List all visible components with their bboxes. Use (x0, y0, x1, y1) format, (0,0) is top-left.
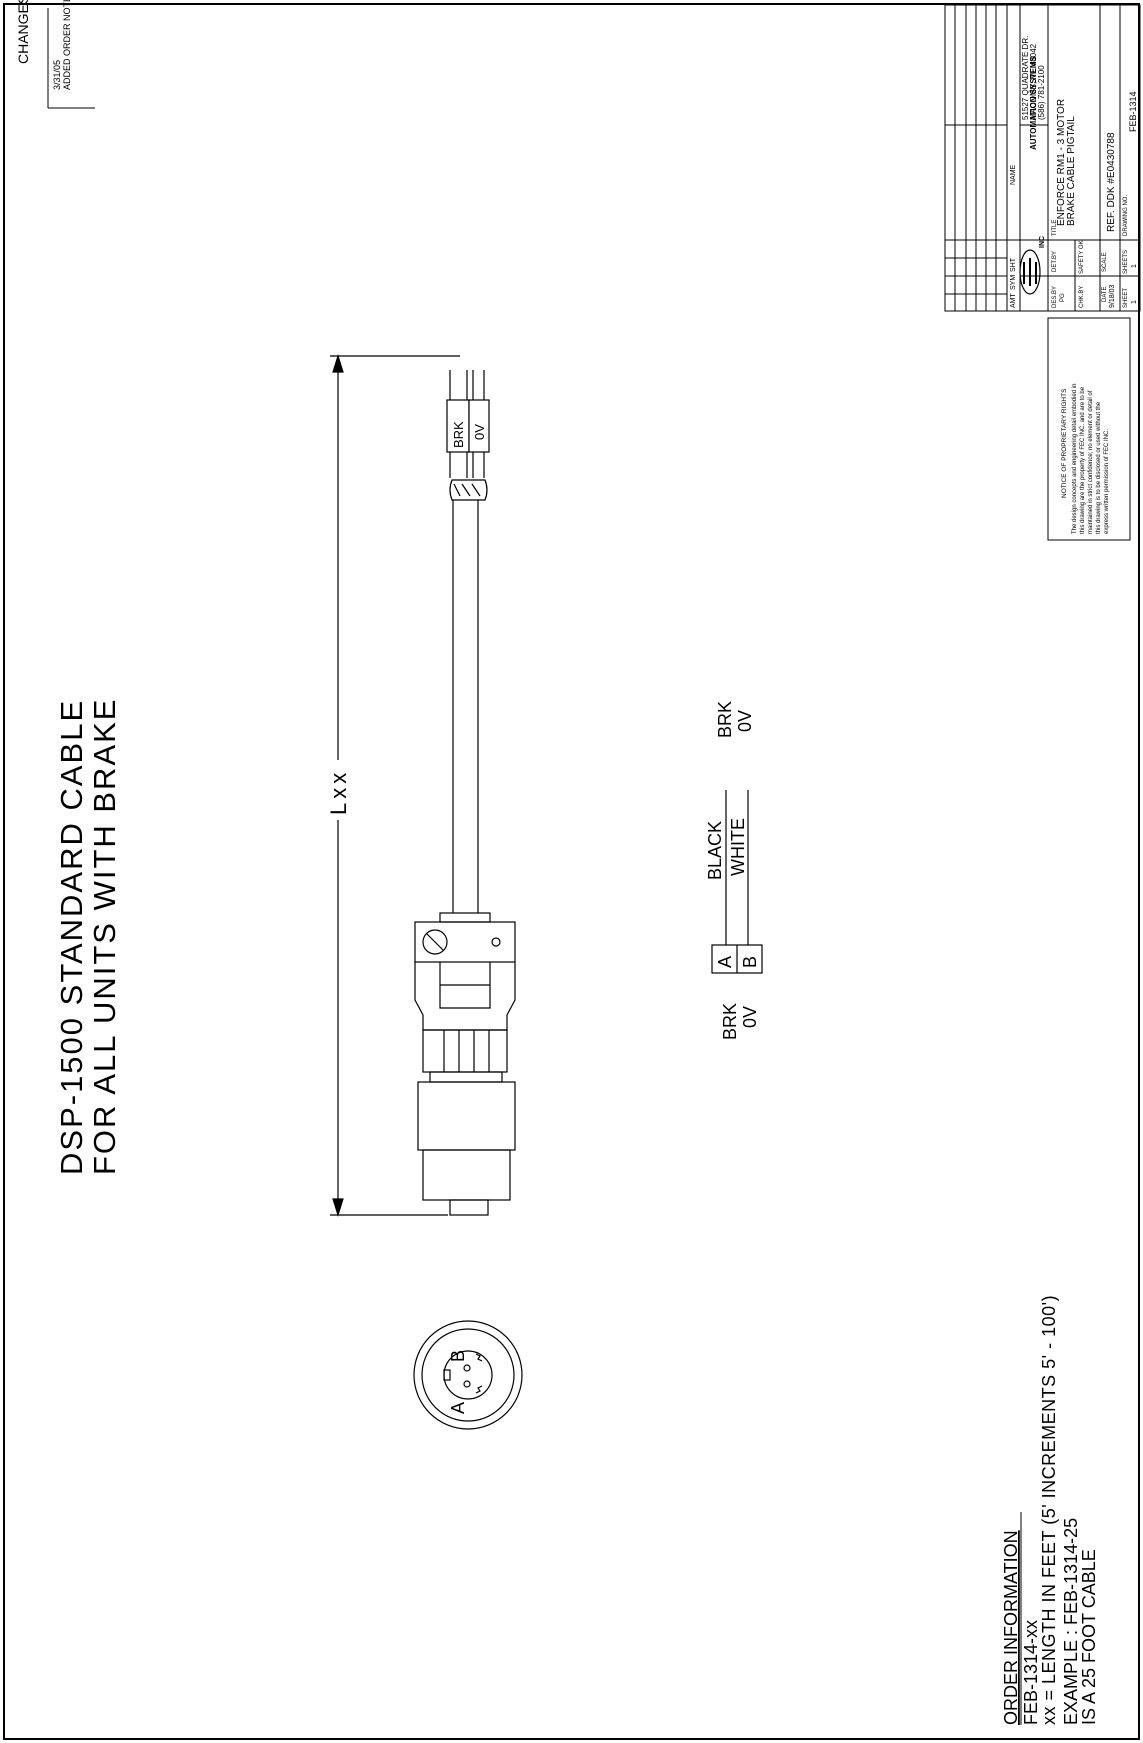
sheet-label: SHEET (1123, 288, 1129, 308)
proprietary-notice: NOTICE OF PROPRIETARY RIGHTS The design … (1047, 317, 1131, 541)
main-title-line2: FOR ALL UNITS WITH BRAKE (87, 698, 122, 1175)
connector-face-view (413, 1320, 523, 1430)
rev-header-name: NAME (1010, 164, 1017, 185)
order-info-line3: EXAMPLE : FEB-1314-25 (1061, 1518, 1081, 1725)
title-line2: BRAKE CABLE PIGTAIL (1066, 116, 1077, 226)
order-info-line1: FEB-1314-xx (1021, 1620, 1041, 1725)
drawing-no: FEB-1314 (1128, 91, 1138, 132)
length-label: Lxx (326, 769, 351, 815)
order-info-line2: xx = LENGTH IN FEET (5' INCREMENTS 5' - … (1039, 1295, 1059, 1725)
company-logo: INC (1019, 236, 1046, 295)
order-info-heading: ORDER INFORMATION (1001, 1530, 1021, 1725)
sheets-value: 1 (1131, 264, 1138, 268)
rev-header-sht: SHT (1010, 257, 1017, 272)
notice-line3: maintained in strict confidence; no elem… (1088, 390, 1094, 534)
ref-text: REF. DDK #E0430788 (1106, 132, 1117, 232)
wiring-pin-a: A (715, 956, 735, 968)
wire-tag-0v-label: 0V (472, 424, 487, 440)
order-info-line4: IS A 25 FOOT CABLE (1079, 1549, 1099, 1725)
date-value: 9/18/03 (1109, 285, 1116, 308)
sheet-border (3, 3, 1140, 1740)
wiring-left-brk: BRK (720, 1003, 740, 1040)
wiring-table (711, 790, 763, 974)
logo-inc: INC (1039, 236, 1046, 248)
title-line1: ENFORCE RM1 - 3 MOTOR (1056, 99, 1067, 226)
des-by-value: PG (1060, 293, 1066, 302)
notice-line2: this drawing are the property of FEC INC… (1080, 386, 1086, 534)
date-label: DATE (1102, 286, 1108, 302)
face-pin-a: A (448, 1402, 468, 1414)
drawing-no-label: DRAWING NO. (1123, 195, 1129, 236)
notice-line5: express written permission of FEC INC. (1104, 429, 1110, 534)
main-title-line1: DSP-1500 STANDARD CABLE (54, 699, 89, 1175)
sheet-value: 1 (1131, 300, 1138, 304)
wire-tag-0v (468, 399, 490, 453)
address-line1: 51527 QUADRATE DR. (1021, 36, 1030, 120)
des-by-label: DES.BY (1052, 286, 1058, 308)
sheets-label: SHEETS (1123, 250, 1129, 274)
title-label: TITLE (1052, 220, 1058, 236)
notice-heading: NOTICE OF PROPRIETARY RIGHTS (1061, 388, 1068, 498)
wire-tag-brk-label: BRK (451, 421, 466, 448)
safety-label: SAFETY OK (1079, 240, 1085, 274)
wiring-color-white: WHITE (728, 818, 748, 876)
company-name: AUTOMATION SYSTEMS (1029, 55, 1038, 150)
notice-line1: The design concepts and engineering deta… (1072, 384, 1078, 534)
chk-by-label: CHK.BY (1079, 286, 1085, 308)
face-pin-b: B (448, 1350, 468, 1362)
notice-line4: this drawing is to be disclosed or used … (1096, 401, 1102, 534)
cable-assembly (330, 353, 516, 1218)
changes-header: CHANGES (15, 0, 31, 64)
changes-block: CHANGES 3/31/05 ADDED ORDER NOTE (15, 0, 95, 109)
rev-header-sym: SYM (1010, 275, 1017, 290)
wiring-color-black: BLACK (705, 821, 725, 880)
wiring-left-0v: 0V (740, 1006, 760, 1028)
changes-note: ADDED ORDER NOTE (62, 0, 72, 90)
det-by-label: DET.BY (1052, 251, 1058, 272)
wiring-right-0v: 0V (735, 710, 755, 732)
title-block: AMT SYM SHT NAME INC AUTOMATION SYSTEMS … (944, 4, 1141, 312)
phone: (586) 781-2100 (1037, 65, 1046, 120)
wiring-pin-b: B (740, 956, 760, 968)
address-line2: MACOMB, MI. 48042 (1029, 43, 1038, 120)
changes-date: 3/31/05 (52, 60, 62, 90)
scale-label: SCALE (1102, 252, 1108, 272)
wiring-right-brk: BRK (715, 701, 735, 738)
rev-header-amt: AMT (1010, 293, 1017, 309)
